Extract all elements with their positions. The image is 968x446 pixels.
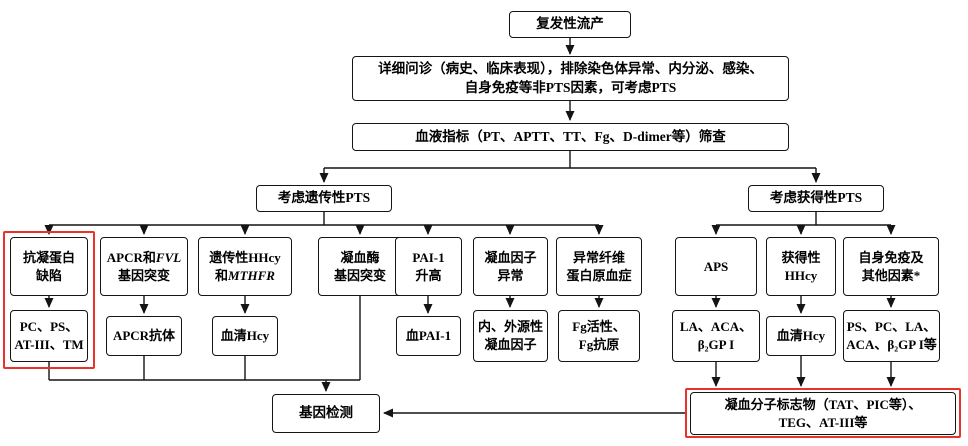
node-coagulation-factor-abnormal-line1: 凝血因子 xyxy=(484,249,537,265)
node-start-label: 复发性流产 xyxy=(536,16,604,32)
node-pai1-elevated-line2: 升高 xyxy=(415,267,442,283)
node-serum-hcy-hereditary: 血清Hcy xyxy=(212,316,278,356)
node-intrinsic-extrinsic-factors-line2: 凝血因子 xyxy=(484,337,537,352)
node-dysfibrinogenemia-line1: 异常纤维 xyxy=(572,249,625,265)
node-aps-label: APS xyxy=(703,258,729,274)
node-anticoagulant-protein-defect: 抗凝蛋白 缺陷 xyxy=(10,237,88,296)
node-intrinsic-extrinsic-factors: 内、外源性 凝血因子 xyxy=(473,310,548,362)
node-la-aca-b2gp1-line2: β₂GP I xyxy=(697,337,735,352)
node-anticoagulant-tests: PC、PS、 AT-III、TM xyxy=(10,310,88,362)
node-hereditary-hhcy-mthfr-line2: 和MTHFR xyxy=(215,267,275,285)
node-la-aca-b2gp1: LA、ACA、 β₂GP I xyxy=(672,310,760,362)
highlight-frame-coagulation-markers xyxy=(685,388,961,438)
gene-symbol-fvl: FVL xyxy=(155,249,182,265)
node-thrombin-gene-mutation-line2: 基因突变 xyxy=(333,267,386,283)
node-fg-activity-antigen-line1: Fg活性、 xyxy=(572,319,626,335)
gene-symbol-mthfr: MTHFR xyxy=(228,267,275,283)
node-autoimmune-other-factors-line2: 其他因素* xyxy=(861,267,921,283)
node-apcr-antibody: APCR抗体 xyxy=(106,316,182,356)
node-dysfibrinogenemia-line2: 蛋白原血症 xyxy=(566,267,632,283)
node-detailed-inquiry-line1: 详细问诊（病史、临床表现），排除染色体异常、内分泌、感染、 xyxy=(378,60,763,76)
node-intrinsic-extrinsic-factors-line1: 内、外源性 xyxy=(477,319,543,335)
node-acquired-hhcy-line1: 获得性 xyxy=(781,249,821,265)
hhcy-prefix: 和 xyxy=(215,267,229,283)
node-apcr-fvl-mutation-line1: APCR和FVL xyxy=(107,249,181,267)
node-anticoagulant-protein-defect-line2: 缺陷 xyxy=(35,267,62,283)
node-thrombin-gene-mutation: 凝血酶 基因突变 xyxy=(318,237,402,296)
node-serum-hcy-acquired-label: 血清Hcy xyxy=(776,328,826,344)
node-autoimmune-other-factors: 自身免疫及 其他因素* xyxy=(843,237,939,296)
node-apcr-fvl-mutation-line2: 基因突变 xyxy=(117,267,170,283)
node-pai1-elevated-line1: PAI-1 xyxy=(412,249,445,265)
node-serum-hcy-acquired: 血清Hcy xyxy=(766,316,836,356)
apcr-prefix: APCR和 xyxy=(106,249,156,265)
node-acquired-hhcy-line2: HHcy xyxy=(784,267,818,283)
node-hereditary-hhcy-mthfr-line1: 遗传性HHcy xyxy=(209,249,281,265)
node-blood-pai1-label: 血PAI-1 xyxy=(405,328,452,344)
node-start: 复发性流产 xyxy=(509,11,631,38)
node-coagulation-factor-abnormal-line2: 异常 xyxy=(497,267,524,283)
node-pai1-elevated: PAI-1 升高 xyxy=(395,237,462,296)
node-ps-pc-la-aca-tests-line1: PS、PC、LA、 xyxy=(846,319,937,335)
node-detailed-inquiry: 详细问诊（病史、临床表现），排除染色体异常、内分泌、感染、 自身免疫等非PTS因… xyxy=(352,56,789,101)
node-anticoagulant-tests-line2: AT-III、TM xyxy=(14,337,84,352)
node-serum-hcy-hereditary-label: 血清Hcy xyxy=(220,328,270,344)
node-autoimmune-other-factors-line1: 自身免疫及 xyxy=(858,249,924,265)
node-hereditary-hhcy-mthfr: 遗传性HHcy 和MTHFR xyxy=(198,237,292,296)
node-thrombin-gene-mutation-line1: 凝血酶 xyxy=(340,249,380,265)
node-ps-pc-la-aca-tests: PS、PC、LA、 ACA、β₂GP I等 xyxy=(843,310,940,362)
highlight-frame-anticoagulant-column xyxy=(3,231,95,369)
node-fg-activity-antigen-line2: Fg抗原 xyxy=(578,337,620,352)
node-la-aca-b2gp1-line1: LA、ACA、 xyxy=(679,319,753,335)
node-acquired-pts: 考虑获得性PTS xyxy=(748,185,884,212)
node-fg-activity-antigen: Fg活性、 Fg抗原 xyxy=(558,310,640,362)
node-ps-pc-la-aca-tests-line2: ACA、β₂GP I等 xyxy=(846,337,937,352)
node-gene-testing-label: 基因检测 xyxy=(299,405,353,421)
node-acquired-hhcy: 获得性 HHcy xyxy=(766,237,836,296)
node-anticoagulant-tests-line1: PC、PS、 xyxy=(19,319,79,335)
node-hereditary-pts-label: 考虑遗传性PTS xyxy=(277,190,371,206)
node-acquired-pts-label: 考虑获得性PTS xyxy=(769,190,863,206)
node-coagulation-factor-abnormal: 凝血因子 异常 xyxy=(473,237,548,296)
node-aps: APS xyxy=(675,237,757,296)
node-blood-screening: 血液指标（PT、APTT、TT、Fg、D-dimer等）筛查 xyxy=(352,123,789,151)
node-blood-pai1: 血PAI-1 xyxy=(396,316,461,356)
node-coagulation-markers-line1: 凝血分子标志物（TAT、PIC等）、 xyxy=(724,396,922,412)
node-detailed-inquiry-line2: 自身免疫等非PTS因素，可考虑PTS xyxy=(464,79,677,95)
node-blood-screening-label: 血液指标（PT、APTT、TT、Fg、D-dimer等）筛查 xyxy=(415,128,726,144)
node-coagulation-markers-line2: TEG、AT-III等 xyxy=(778,414,868,430)
node-apcr-fvl-mutation: APCR和FVL 基因突变 xyxy=(100,237,188,296)
node-hereditary-pts: 考虑遗传性PTS xyxy=(256,185,392,212)
node-apcr-antibody-label: APCR抗体 xyxy=(112,328,176,344)
node-coagulation-markers: 凝血分子标志物（TAT、PIC等）、 TEG、AT-III等 xyxy=(690,392,956,435)
node-gene-testing: 基因检测 xyxy=(272,394,380,433)
node-dysfibrinogenemia: 异常纤维 蛋白原血症 xyxy=(556,237,642,296)
node-anticoagulant-protein-defect-line1: 抗凝蛋白 xyxy=(22,249,75,265)
